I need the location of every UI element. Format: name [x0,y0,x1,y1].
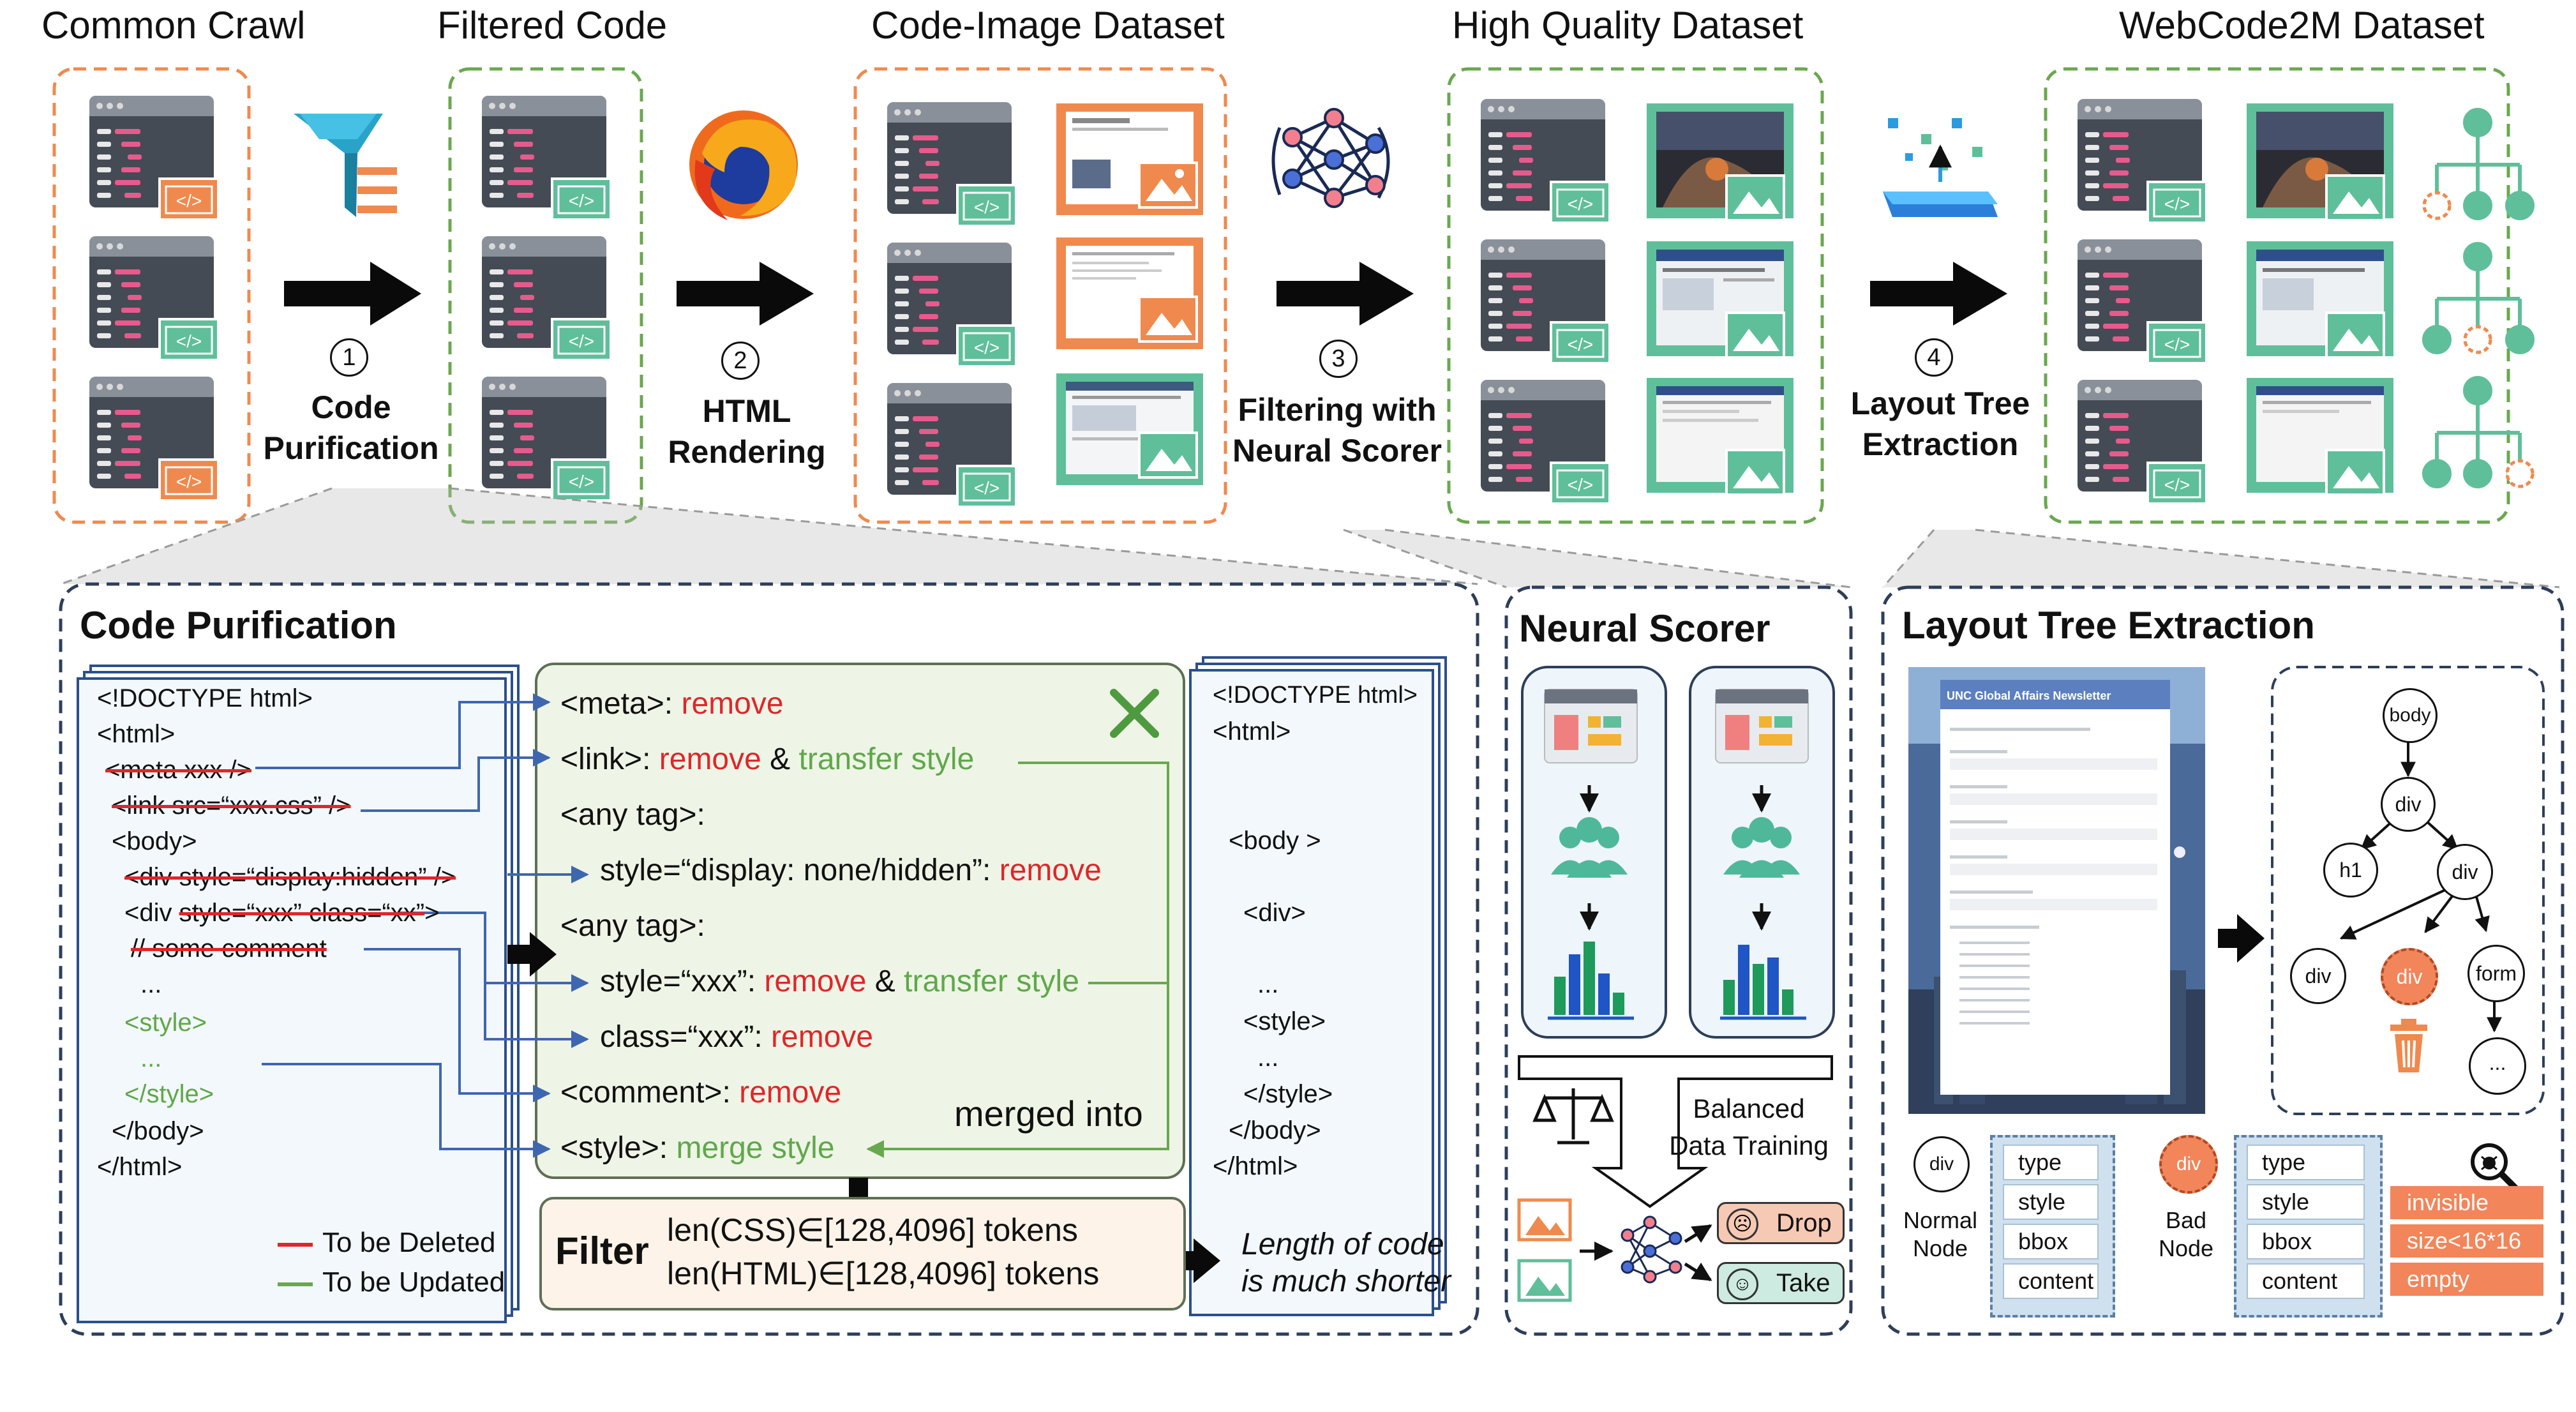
rule-display-hidden: style=“display: none/hidden”: remove [600,853,1102,887]
attr-style: style [2003,1184,2099,1220]
source-code-line-deleted: // some comment [131,935,327,963]
stage-title-common-crawl: Common Crawl [41,4,306,47]
tree-node-bad-div: div [2381,948,2438,1005]
source-code-line-deleted: <div style=“display:hidden” /> [124,863,456,891]
tree-node-more: ... [2469,1037,2526,1095]
attr-content: content [2003,1263,2099,1299]
output-code-line: </body> [1229,1116,1321,1145]
attr-type: type [2003,1145,2099,1180]
attr-bbox: bbox [2247,1224,2365,1259]
rule-class: class=“xxx”: remove [600,1020,874,1054]
output-code-line: </html> [1213,1152,1298,1180]
output-code-line: <!DOCTYPE html> [1213,682,1418,709]
code-purification-title: Code Purification [80,604,397,647]
tree-node-div: div [2437,844,2493,900]
stage-title-webcode2m-dataset: WebCode2M Dataset [2119,4,2485,47]
source-code-line-deleted: <link src=“xxx.css” /> [112,792,351,820]
rule-any-tag: <any tag>: [560,909,705,943]
scorer-left-graphics [1544,689,1638,1020]
stage-title-code-image-dataset: Code-Image Dataset [871,4,1225,47]
stage-title-filtered-code: Filtered Code [437,4,668,47]
output-code-line: <html> [1213,717,1291,746]
layout-extract-icon [1883,118,1998,217]
attr-content: content [2247,1263,2365,1299]
bad-reason-empty: empty [2390,1263,2543,1296]
output-code-line: ... [1257,970,1279,998]
length-note-line2: is much shorter [1241,1265,1451,1298]
rule-inline-style: style=“xxx”: remove & transfer style [600,965,1079,998]
neural-scorer-title: Neural Scorer [1519,607,1771,650]
rule-link: <link>: remove & transfer style [560,742,975,776]
attr-bbox: bbox [2003,1224,2099,1259]
firefox-icon [689,110,798,220]
attr-style: style [2247,1184,2365,1220]
source-code-line-updated: </style> [124,1080,214,1108]
scorer-right-graphics [1715,689,1809,1020]
source-code-line: </body> [112,1117,204,1145]
filter-label: Filter [555,1229,649,1272]
source-code-line-updated: <style> [124,1009,207,1037]
tree-node-div: div [2290,948,2346,1004]
layout-tree-title: Layout Tree Extraction [1902,604,2315,647]
tools-icon [1110,689,1159,738]
output-code-line: <body > [1229,827,1321,855]
merged-into-label: merged into [954,1093,1143,1134]
tree-node-h1: h1 [2323,843,2378,898]
bad-node-icon: div [2159,1135,2218,1194]
source-code-line: </html> [97,1153,183,1181]
output-code-line: ... [1257,1044,1279,1072]
rule-meta: <meta>: remove [560,687,784,721]
bad-reason-size: size<16*16 [2390,1224,2543,1258]
filter-rule-html: len(HTML)∈[128,4096] tokens [667,1256,1100,1291]
tree-node-div: div [2381,777,2436,832]
normal-node-icon: div [1913,1136,1970,1192]
source-code-line: <html> [97,720,176,748]
source-code-line: ... [140,970,162,998]
bad-reason-invisible: invisible [2390,1186,2543,1219]
tree-node-form: form [2467,945,2525,1002]
source-code-line: <!DOCTYPE html> [97,684,313,712]
rule-comment: <comment>: remove [560,1076,842,1109]
step-number: 4 [1915,338,1953,377]
rule-style: <style>: merge style [560,1131,835,1165]
rule-any-tag: <any tag>: [560,798,705,832]
legend-to-be-updated: To be Updated [322,1266,505,1298]
stage-title-high-quality-dataset: High Quality Dataset [1452,4,1804,47]
filter-box [539,1197,1186,1311]
bug-search-icon [2471,1143,2520,1193]
source-code-line-updated: ... [140,1044,162,1072]
sad-face-icon: ☹ [1726,1208,1758,1240]
attr-type: type [2247,1145,2365,1180]
tree-node-body: body [2383,688,2437,743]
funnel-icon [294,114,397,217]
output-code-line: <div> [1243,899,1306,927]
output-code-line: <style> [1243,1007,1326,1035]
source-code-line: <body> [112,827,197,855]
step-number: 1 [330,338,368,377]
length-note-line1: Length of code [1241,1228,1444,1261]
happy-face-icon: ☺ [1726,1268,1758,1300]
step-number: 2 [721,342,760,380]
newsletter-title: UNC Global Affairs Newsletter [1947,689,2111,702]
filter-rule-css: len(CSS)∈[128,4096] tokens [667,1212,1078,1248]
step-number: 3 [1319,340,1358,378]
source-code-line-deleted: <meta xxx /> [105,756,251,784]
output-code-line: </style> [1243,1080,1333,1108]
balance-scale-icon [1532,1088,1614,1145]
source-code-line: <div style=“xxx” class=“xx”> [124,899,440,927]
legend-to-be-deleted: To be Deleted [322,1227,496,1258]
